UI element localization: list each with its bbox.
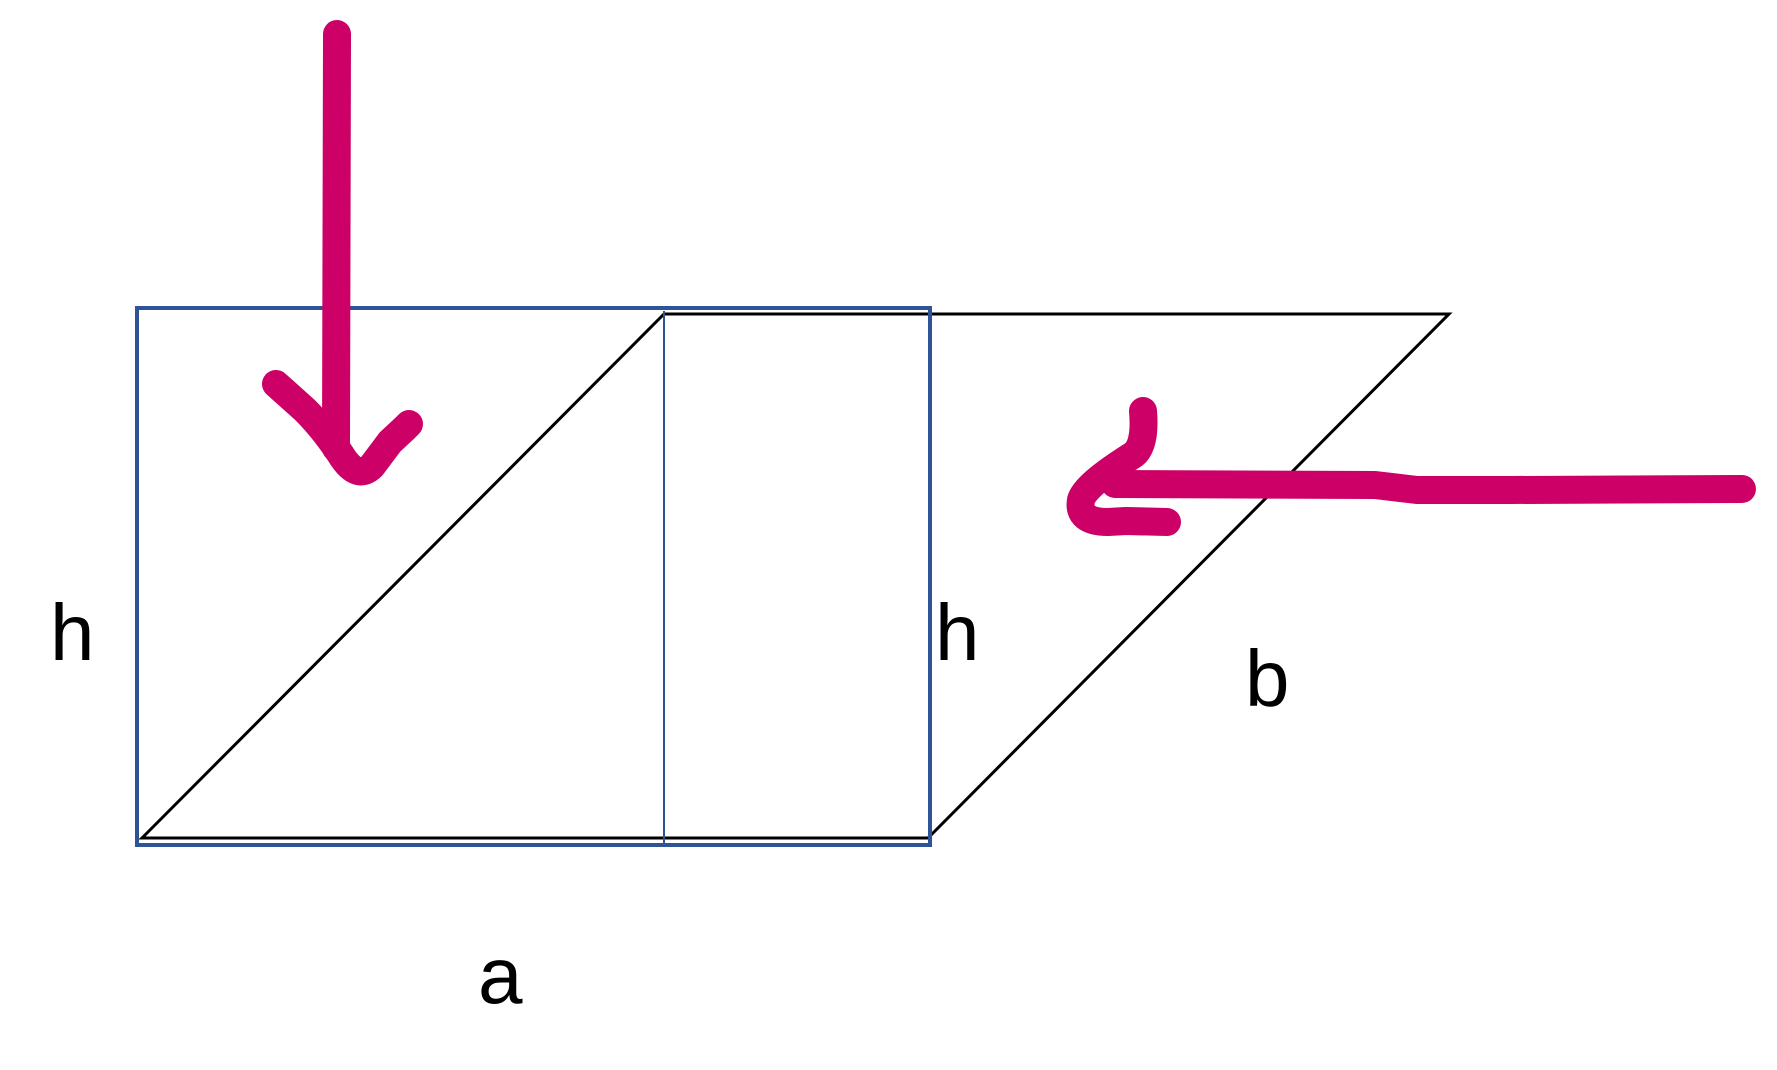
slant-side-label: b	[1245, 634, 1290, 723]
middle-height-label: h	[935, 588, 980, 677]
rectangle-outline	[135, 306, 932, 847]
parallelogram-shape	[138, 312, 1453, 840]
down-arrow-icon	[262, 20, 423, 486]
left-height-label: h	[50, 588, 95, 677]
base-label: a	[478, 931, 523, 1020]
left-arrow-icon	[1066, 397, 1756, 536]
